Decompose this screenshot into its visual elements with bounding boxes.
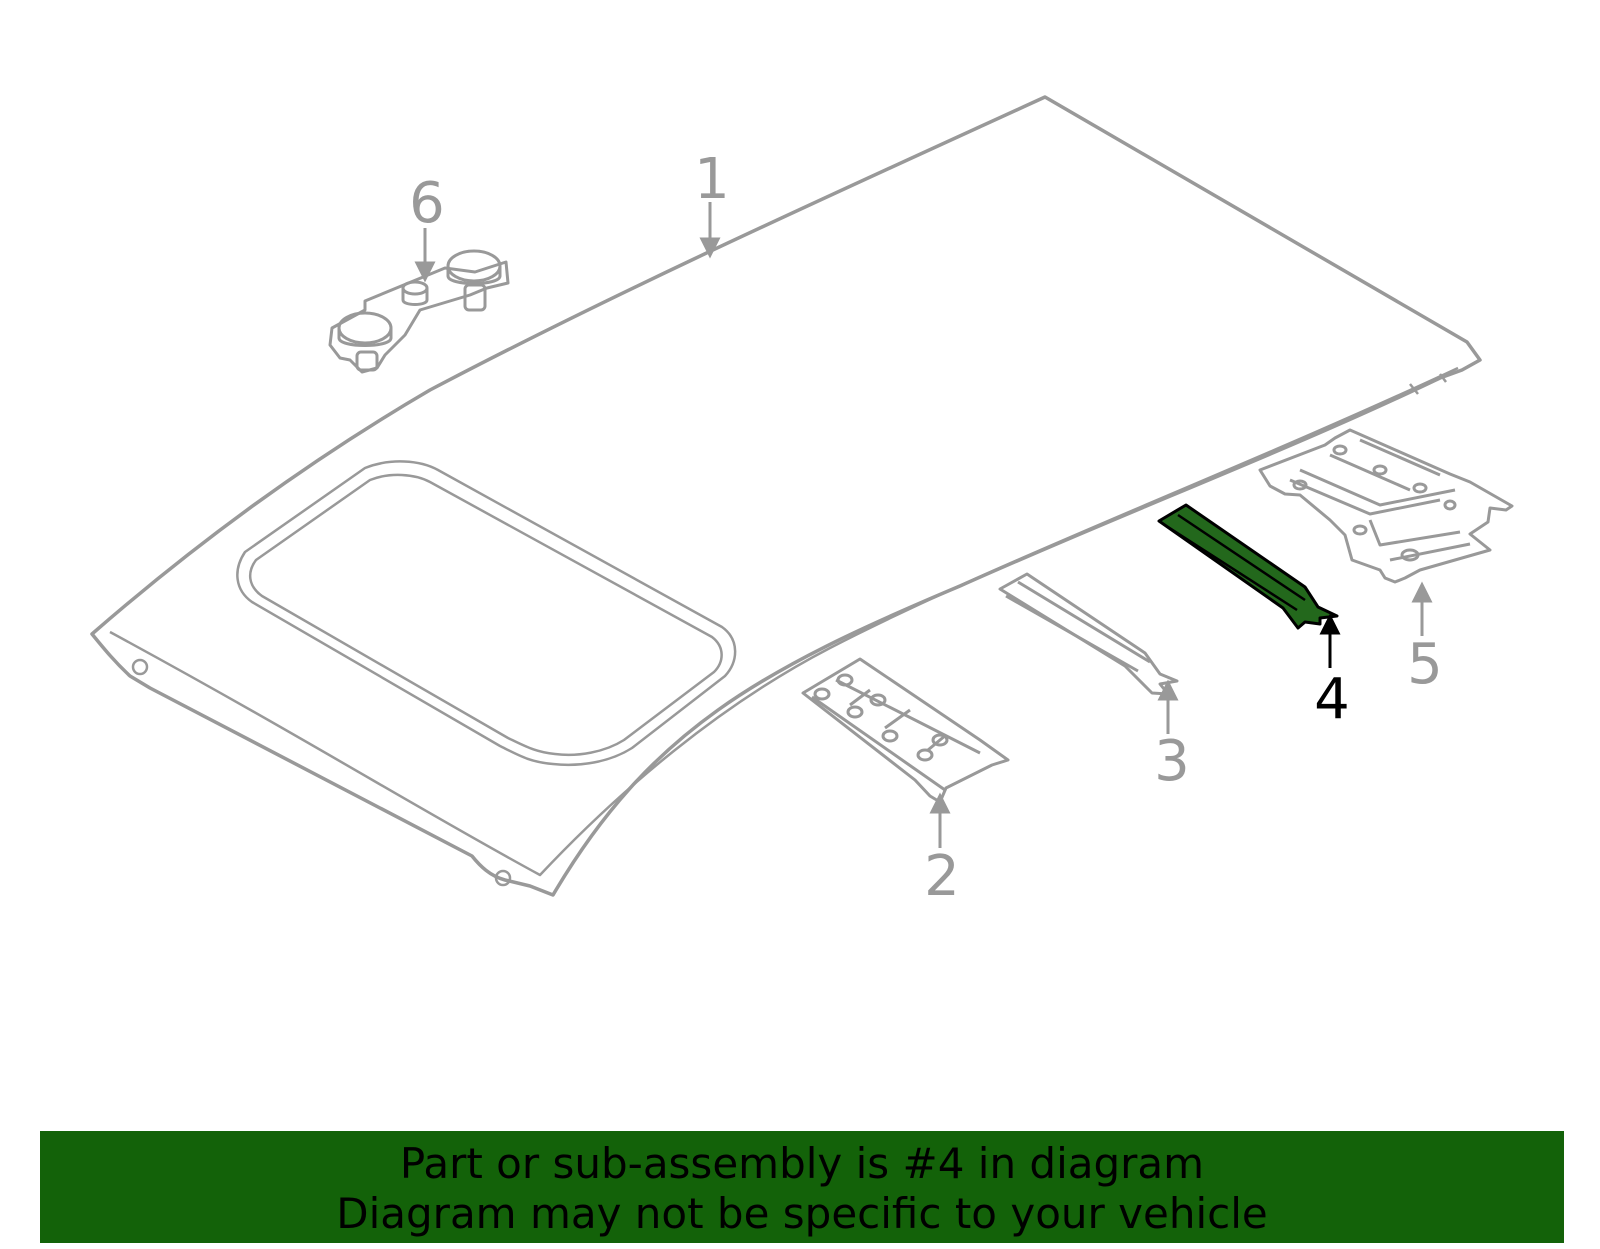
roof-bow-part-2 [801,657,1010,804]
callout-6: 6 [409,171,445,236]
bracket-part-6 [328,249,510,374]
callout-4: 4 [1314,667,1350,732]
callout-2: 2 [924,844,960,909]
banner-line-part-number: Part or sub-assembly is #4 in diagram [399,1139,1205,1188]
callout-1: 1 [694,147,730,212]
info-banner: Part or sub-assembly is #4 in diagram Di… [40,1131,1564,1243]
banner-line-disclaimer: Diagram may not be specific to your vehi… [336,1189,1268,1238]
callout-5: 5 [1407,632,1443,697]
roof-bow-part-3 [998,572,1179,696]
leader-arrows [414,202,1433,848]
roof-panel-part-1 [90,95,1482,897]
callout-3: 3 [1154,729,1190,794]
rear-header-part-5 [1258,428,1514,584]
roof-bow-part-4-highlighted [1157,503,1339,630]
